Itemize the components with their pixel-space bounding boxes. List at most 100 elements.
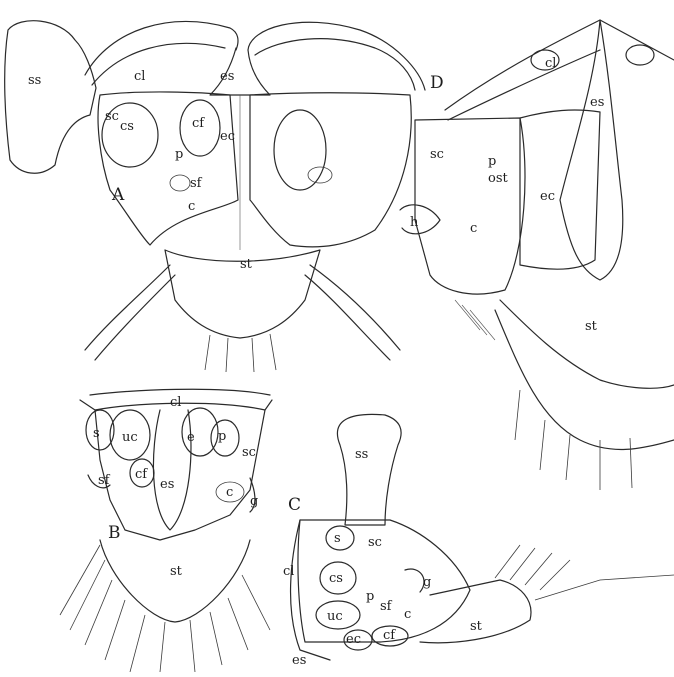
a-foramen-sf (170, 175, 190, 191)
a-rib-4 (310, 265, 400, 350)
a-label-cf: cf (192, 116, 205, 131)
d-label-sc: sc (430, 147, 444, 162)
panel-label-a: A (111, 185, 125, 205)
a-episternum (210, 48, 270, 95)
d-clavicle-foramen-2 (626, 45, 654, 65)
panel-label-d: D (430, 73, 444, 93)
b-body (80, 400, 272, 540)
b-label-c: c (226, 485, 233, 500)
d-margin-hatch (455, 300, 495, 340)
c-glenoid (405, 569, 424, 592)
a-label-cs: cs (120, 119, 134, 134)
b-label-cl: cl (170, 395, 181, 410)
a-rib-7 (252, 338, 254, 372)
a-label-st: st (240, 257, 253, 272)
c-label-cs: cs (329, 571, 343, 586)
panel-label-c: C (288, 495, 301, 515)
b-rib-4 (105, 600, 125, 660)
a-coracoid-left (98, 92, 238, 245)
c-scapula-blade (337, 414, 401, 525)
b-label-es: es (160, 477, 174, 492)
d-label-p: p (488, 154, 496, 169)
c-label-ss: ss (355, 447, 368, 462)
a-rib-1 (95, 275, 175, 360)
a-rib-2 (85, 265, 170, 350)
c-clavicle (291, 520, 330, 660)
c-rib-5 (540, 560, 570, 590)
d-label-h: h (410, 215, 419, 230)
a-label-ec: ec (220, 129, 235, 144)
d-rib-3 (566, 435, 570, 480)
b-rib-9 (228, 598, 248, 650)
a-clavicle-right (248, 22, 425, 90)
a-foramen-right-1 (274, 110, 326, 190)
c-rib-1 (535, 575, 674, 600)
b-rib-10 (242, 575, 270, 630)
b-rib-6 (160, 622, 165, 672)
b-rib-3 (85, 580, 112, 645)
d-label-ost: ost (488, 171, 508, 186)
a-rib-8 (270, 334, 276, 370)
b-rib-5 (130, 615, 145, 672)
d-rib-2 (540, 420, 545, 470)
c-rib-4 (525, 553, 552, 585)
d-label-es: es (590, 95, 604, 110)
b-label-cf: cf (135, 467, 148, 482)
b-label-sc: sc (242, 445, 256, 460)
a-rib-3 (305, 275, 390, 360)
a-label-sc: sc (105, 109, 119, 124)
a-rib-6 (226, 338, 228, 372)
c-label-es: es (292, 653, 306, 668)
b-label-s: s (93, 426, 100, 441)
b-label-e: e (187, 430, 195, 445)
b-label-g: g (250, 494, 258, 509)
a-clavicle-left (85, 21, 238, 75)
b-rib-1 (60, 545, 100, 615)
panel-label-b: B (108, 523, 121, 543)
d-episternum (560, 20, 623, 280)
d-humerus-head (400, 205, 440, 234)
c-label-cl: cl (283, 564, 294, 579)
c-label-p: p (366, 589, 374, 604)
c-label-sc: sc (368, 535, 382, 550)
b-rib-7 (190, 620, 195, 672)
b-label-sf: sf (98, 473, 111, 488)
figure-c (291, 414, 674, 660)
c-coracoid-body (298, 520, 470, 642)
b-rib-2 (70, 560, 105, 630)
c-label-cf: cf (383, 628, 396, 643)
a-label-ss: ss (28, 73, 41, 88)
c-label-c: c (404, 607, 411, 622)
a-clavicle-left-inner (92, 43, 225, 85)
a-scapula-outline (5, 21, 96, 174)
b-label-uc: uc (122, 430, 138, 445)
a-label-p: p (175, 147, 183, 162)
d-sternum (500, 300, 674, 388)
b-label-p: p (218, 429, 226, 444)
d-label-st: st (585, 319, 598, 334)
b-rib-8 (210, 612, 222, 665)
d-label-cl: cl (545, 56, 556, 71)
d-rib-5 (630, 438, 632, 488)
a-label-c: c (188, 199, 195, 214)
c-label-s: s (334, 531, 341, 546)
figure-a (5, 21, 425, 372)
a-coracoid-right (250, 93, 411, 247)
c-label-sf: sf (380, 599, 393, 614)
d-epicoracoid (520, 110, 600, 269)
a-label-es: es (220, 69, 234, 84)
d-rib-1 (515, 390, 520, 440)
d-label-ec: ec (540, 189, 555, 204)
figure-b (60, 389, 272, 672)
d-label-c: c (470, 221, 477, 236)
b-episternum (153, 410, 191, 530)
b-label-st: st (170, 564, 183, 579)
b-sternum (100, 540, 250, 622)
c-rib-2 (495, 545, 520, 578)
c-label-g: g (423, 575, 431, 590)
a-label-sf: sf (190, 176, 203, 191)
c-label-st: st (470, 619, 483, 634)
a-rib-5 (205, 335, 210, 370)
c-label-uc: uc (327, 609, 343, 624)
